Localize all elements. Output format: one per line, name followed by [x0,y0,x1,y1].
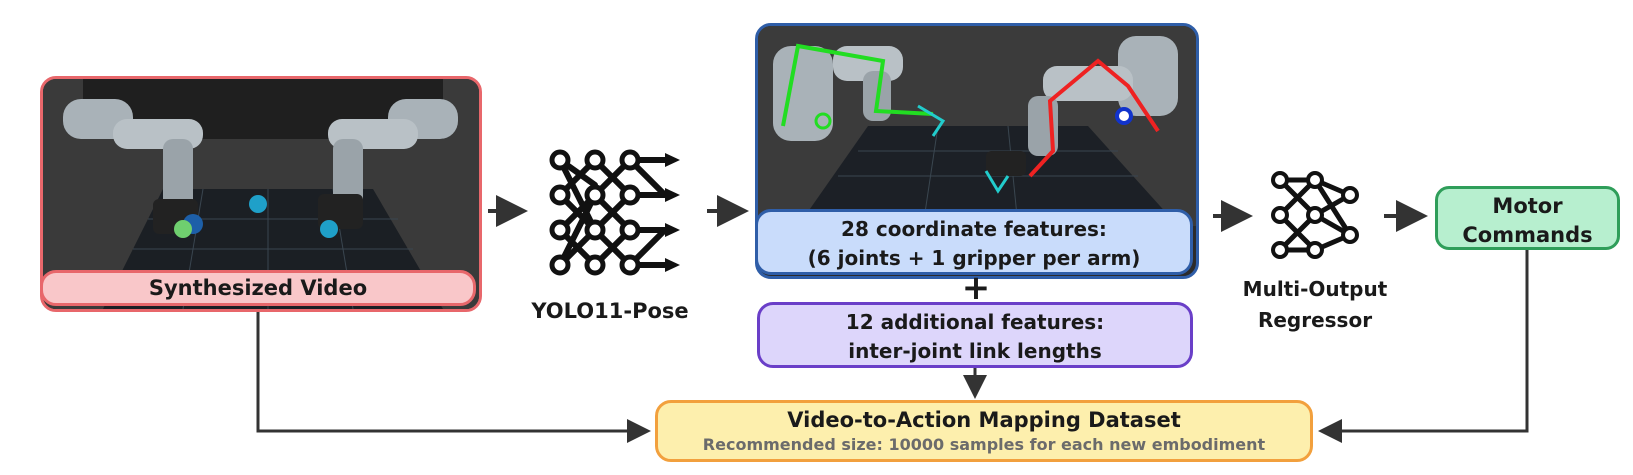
pose-annotated-image [755,23,1199,279]
video-caption-text: Synthesized Video [148,276,368,300]
yolo-label: YOLO11-Pose [531,299,689,323]
pose-skeleton-scene [758,26,1196,227]
regressor-label: Multi-Output Regressor [1230,274,1400,336]
arrow-video-to-dataset [256,306,651,443]
extra-features-line1: 12 additional features: [845,310,1105,334]
neural-network-icon [549,149,680,276]
arrow-motor-to-dataset [1318,250,1529,443]
motor-commands-line1: Motor [1492,194,1563,218]
dataset-box: Video-to-Action Mapping Dataset Recommen… [655,400,1313,462]
regressor-label-line1: Multi-Output [1242,277,1388,301]
coordinate-features-box: 28 coordinate features: (6 joints + 1 gr… [755,209,1193,275]
coord-features-line1: 28 coordinate features: [841,217,1107,241]
regressor-network-icon [1271,171,1359,259]
dataset-title: Video-to-Action Mapping Dataset [787,408,1181,432]
motor-commands-line2: Commands [1462,223,1593,247]
dataset-subtitle: Recommended size: 10000 samples for each… [702,435,1266,454]
motor-commands-box: Motor Commands [1435,186,1620,250]
regressor-label-line2: Regressor [1257,308,1373,332]
coord-features-line2: (6 joints + 1 gripper per arm) [807,246,1141,270]
additional-features-box: 12 additional features: inter-joint link… [757,302,1193,368]
plus-symbol: + [961,268,991,308]
extra-features-line2: inter-joint link lengths [848,339,1102,363]
synthesized-video-caption: Synthesized Video [40,270,476,306]
